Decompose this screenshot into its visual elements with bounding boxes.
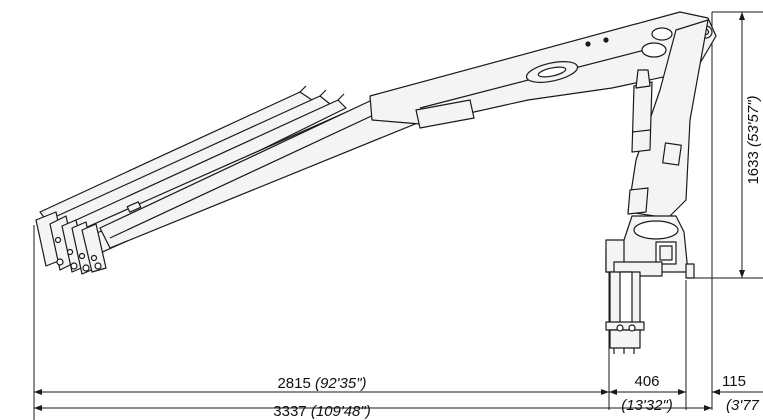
dim-reach-main: 2815 (92'35"): [277, 375, 366, 392]
pedestal: [605, 263, 695, 354]
slewing-base: [605, 215, 689, 277]
dimension-labels: 2815 (92'35") 406 (13'32") 115 (3'77 333…: [273, 95, 762, 420]
boom-tip: [35, 211, 107, 275]
dim-offset-value: 115: [722, 373, 746, 390]
dim-height: 1633 (53'57"): [745, 95, 762, 184]
crane-illustration: [35, 11, 717, 354]
dim-reach-total: 3337 (109'48"): [273, 403, 370, 420]
dim-offset-imperial: (3'77: [726, 397, 760, 414]
dimension-lines: [33, 11, 763, 420]
dim-base-width-imperial: (13'32"): [621, 397, 673, 414]
dim-base-width-value: 406: [634, 373, 659, 390]
main-boom: [369, 11, 717, 129]
dimension-arrows: [34, 12, 745, 411]
lift-cylinder: [627, 69, 653, 215]
